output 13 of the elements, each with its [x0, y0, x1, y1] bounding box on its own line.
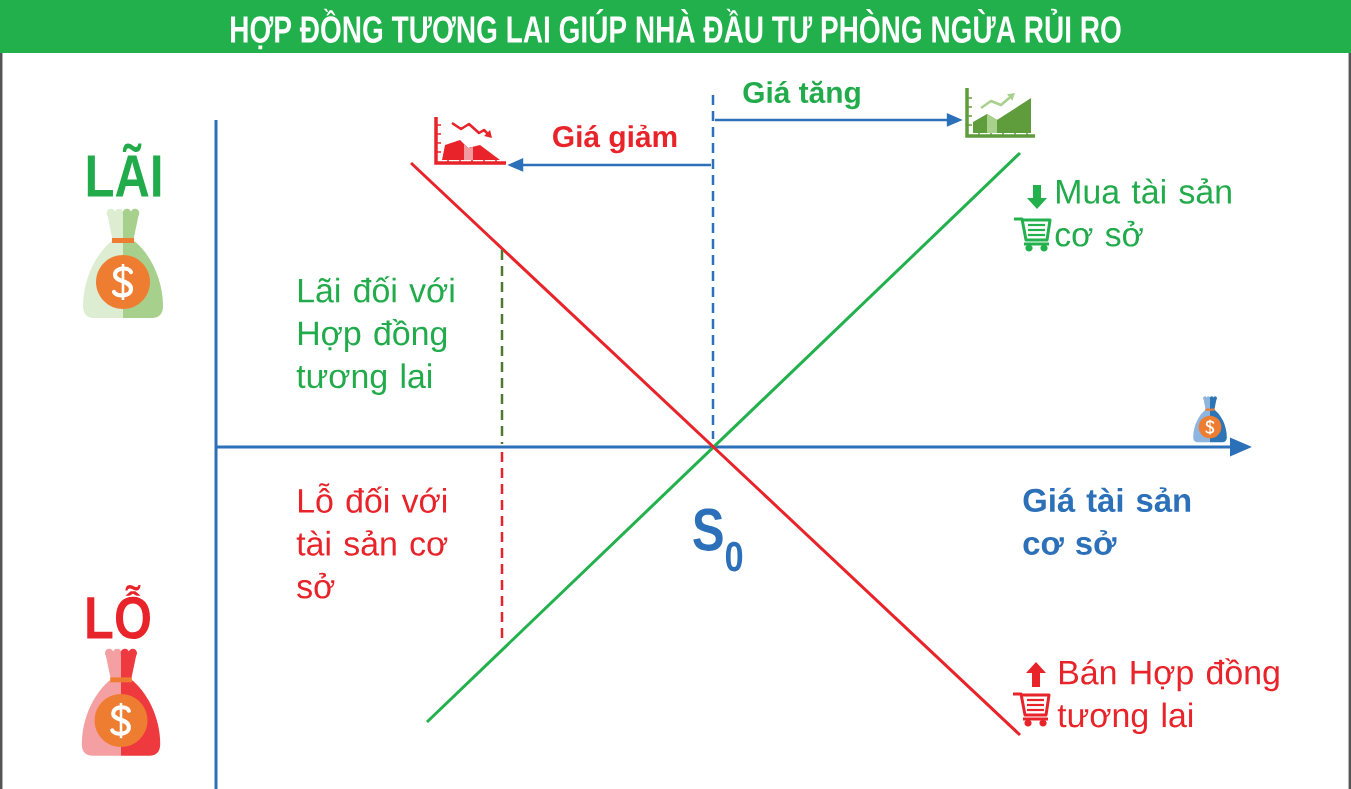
annotation: Lãi đối với Hợp đồng tương lai [296, 276, 454, 395]
axis-label: Giá tài sản cơ sở [1023, 487, 1191, 555]
title-bar: HỢP ĐỒNG TƯƠNG LAI GIÚP NHÀ ĐẦU TƯ PHÒNG NGỪA RỦI RO [0, 0, 1351, 53]
annotation: Lỗ đối với tài sản cơ sở [296, 483, 448, 599]
edge-label: Giá giảm [553, 124, 677, 154]
annotation: Bán Hợp đồng tương lai [1057, 658, 1279, 735]
heading: LỖ [87, 584, 150, 640]
point-label: S$_{0}$ [693, 508, 743, 572]
heading: LÃI [87, 143, 161, 197]
annotation: Mua tài sản cơ sở [1055, 178, 1231, 247]
edge-label: Giá tăng [743, 80, 860, 110]
area-chart-icon [434, 117, 506, 165]
area-chart-icon [965, 88, 1035, 138]
